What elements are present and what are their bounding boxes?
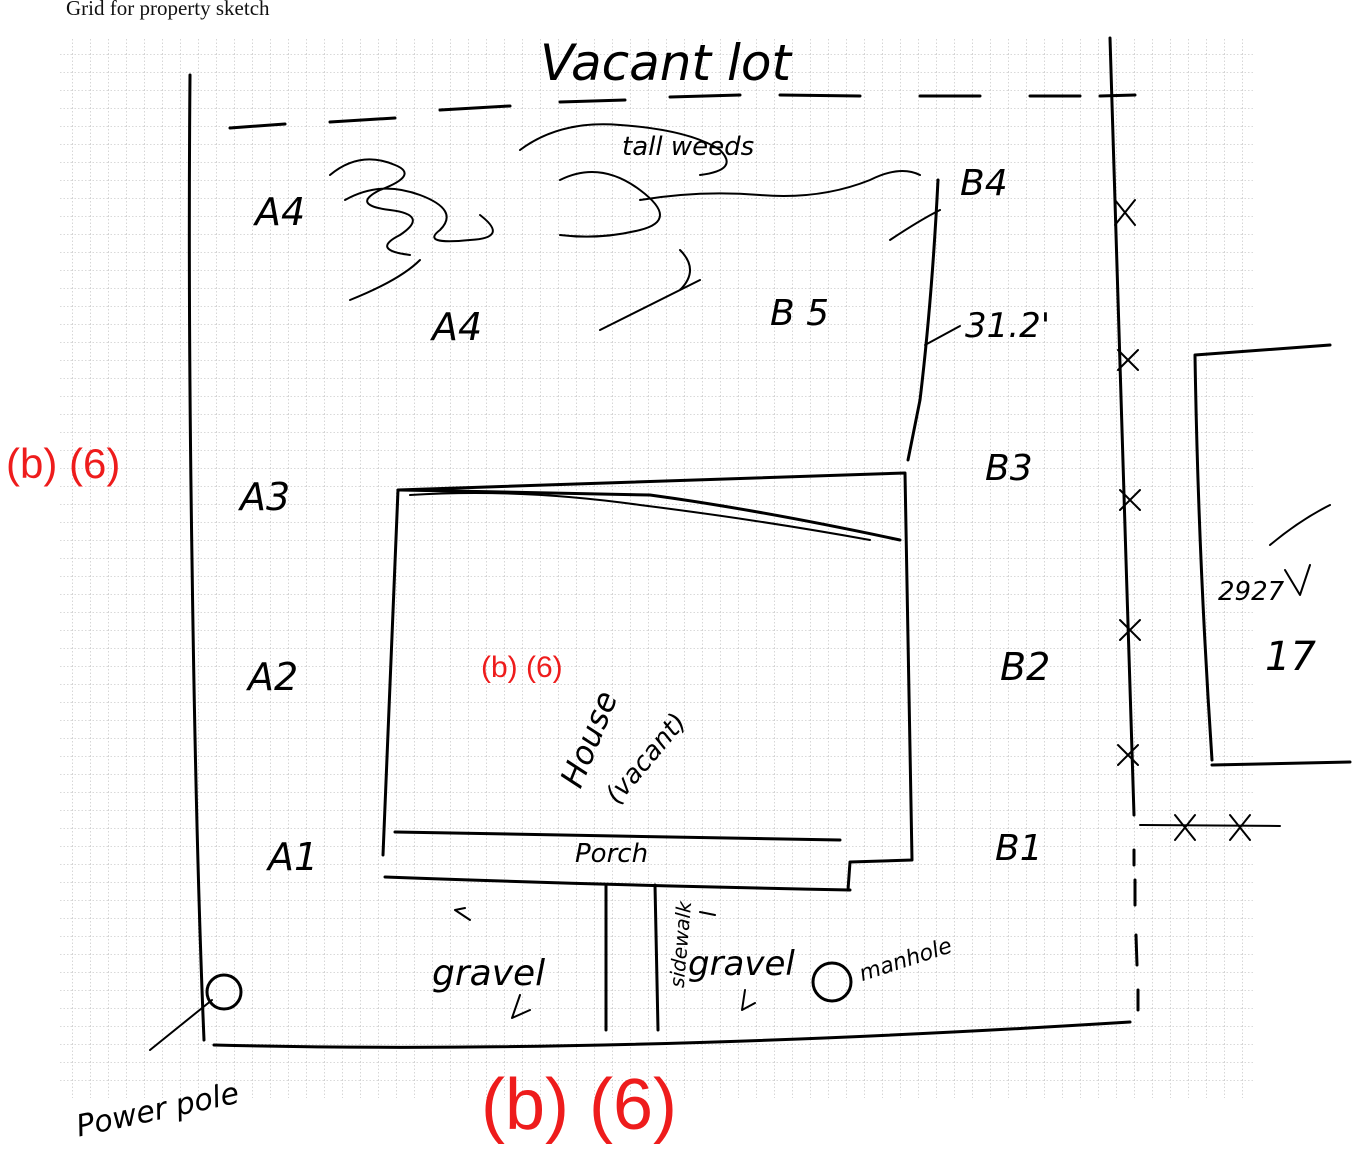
- label-b5: B 5: [770, 293, 829, 334]
- label-b2: B2: [1000, 645, 1050, 689]
- redaction-left: (b) (6): [6, 440, 121, 487]
- cross-line: [1139, 824, 1281, 827]
- b-line: [906, 178, 940, 462]
- porch-label: Porch: [575, 839, 648, 869]
- vacant-lot-label: Vacant lot: [540, 34, 793, 92]
- gravel-right-label: gravel: [688, 944, 795, 984]
- manhole-icon: [811, 961, 853, 1003]
- page-title: Grid for property sketch: [66, 0, 270, 20]
- weeds-scribble: [329, 123, 941, 331]
- dimension-arrow: [924, 325, 961, 346]
- neighbor-number-2: 17: [1265, 634, 1316, 680]
- house-roof-scribble: [409, 491, 871, 541]
- sidewalk-lines: [604, 883, 660, 1032]
- neighbor-structure: [1193, 343, 1352, 767]
- label-a4-mid: A4: [429, 305, 482, 349]
- left-boundary-line: [187, 73, 206, 1042]
- redaction-middle: (b) (6): [481, 651, 563, 684]
- bottom-boundary-line: [212, 1020, 1132, 1049]
- label-b3: B3: [985, 448, 1033, 489]
- power-pole-icon: [205, 973, 243, 1011]
- x-marks: [1114, 199, 1251, 841]
- porch-outline: [383, 830, 852, 892]
- label-a2: A2: [245, 655, 298, 699]
- label-a3: A3: [237, 475, 290, 519]
- label-a4-top: A4: [252, 190, 305, 234]
- lot-boundary-dashed: [228, 93, 1137, 130]
- neighbor-number: 2927: [1218, 577, 1285, 607]
- redaction-bottom: (b) (6): [481, 1065, 677, 1145]
- house-outline: [381, 471, 914, 892]
- gravel-arrows: [454, 907, 756, 1019]
- power-pole-pointer: [149, 999, 213, 1051]
- tall-weeds-label: tall weeds: [622, 132, 754, 162]
- neighbor-scribble: [1269, 504, 1331, 596]
- gravel-left-label: gravel: [432, 953, 545, 994]
- dimension-label: 31.2': [965, 306, 1050, 346]
- right-dashed-extension: [1132, 848, 1140, 1012]
- label-b4: B4: [960, 163, 1008, 204]
- label-a1: A1: [265, 835, 318, 879]
- label-b1: B1: [995, 828, 1043, 869]
- graph-grid: [60, 38, 1255, 1098]
